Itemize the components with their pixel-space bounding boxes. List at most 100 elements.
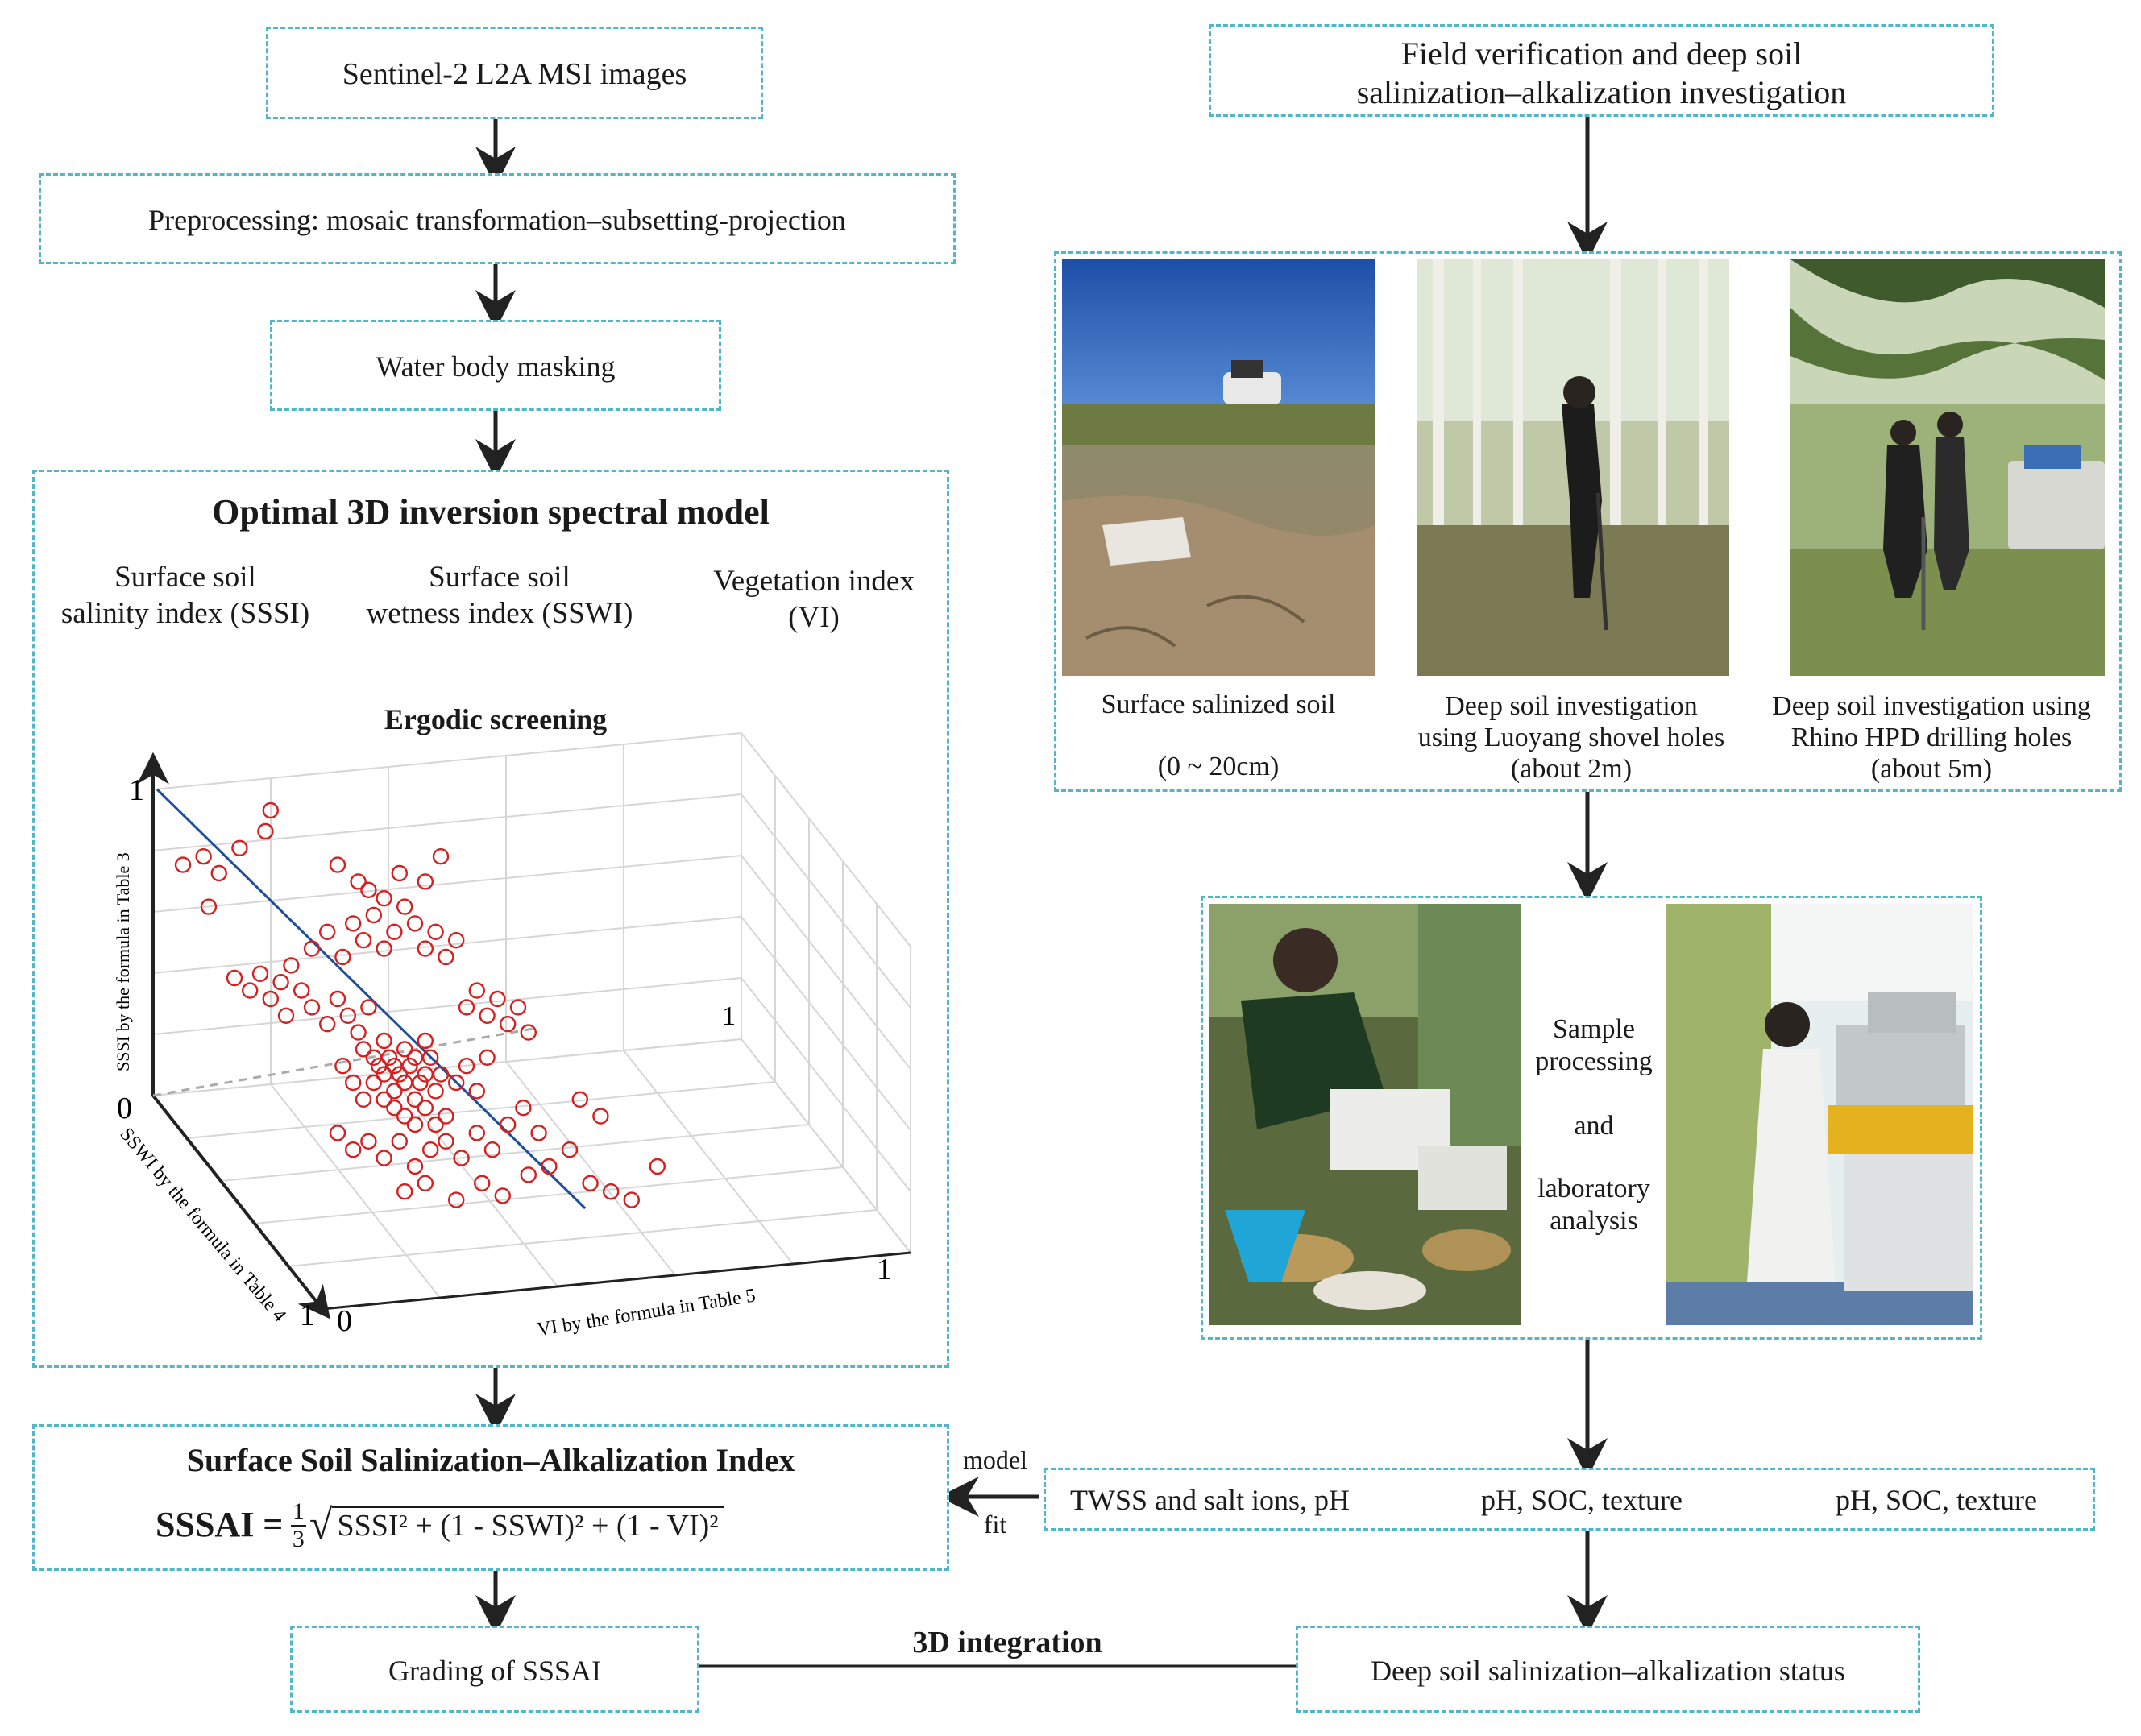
scatter-point	[396, 1108, 413, 1125]
grid-line	[741, 1038, 911, 1253]
photo-luoyang-shovel	[1417, 259, 1729, 676]
grid-line	[741, 977, 911, 1192]
scatter-point	[293, 982, 310, 999]
scatter-point	[483, 1141, 501, 1158]
scatter-point	[623, 1191, 640, 1208]
scatter-point	[468, 1125, 485, 1141]
scatter-point	[448, 931, 465, 949]
scatter-point	[355, 1041, 372, 1058]
photo1-caption: Surface salinized soil	[1101, 690, 1336, 719]
index-box: Surface Soil Salinization–Alkalization I…	[32, 1424, 949, 1571]
scatter-point	[365, 1049, 382, 1067]
scatter-point	[509, 999, 527, 1016]
scatter-point	[231, 839, 248, 857]
lab-text-4: laboratory	[1537, 1174, 1650, 1204]
grid-line	[623, 1050, 794, 1265]
grid-line	[220, 1124, 810, 1182]
x-axis-back-dashed	[152, 1027, 536, 1097]
model-link-label: model	[963, 1445, 1027, 1474]
scatter-point	[380, 1049, 398, 1067]
grading-label: Grading of SSSAI	[388, 1655, 601, 1687]
scatter-point	[417, 940, 434, 957]
grid-line	[152, 732, 742, 790]
scatter-point	[520, 1166, 537, 1183]
grid-line	[288, 1209, 878, 1267]
scatter-point	[396, 1183, 413, 1200]
scatter-point	[427, 1116, 444, 1133]
sswi-label-2: wetness index (SSWI)	[366, 597, 633, 630]
fraction-denominator: 3	[292, 1525, 305, 1552]
sswi-label-1: Surface soil	[429, 561, 571, 594]
scatter-point	[303, 999, 321, 1016]
lab-text-1: Sample	[1553, 1014, 1635, 1044]
integration-label: 3D integration	[912, 1626, 1102, 1659]
vi-label-2: (VI)	[788, 601, 840, 634]
scatter-point	[541, 1158, 558, 1175]
scatter-point	[406, 1091, 424, 1108]
grid-line	[505, 1061, 676, 1276]
grid-line	[152, 977, 742, 1035]
scatter-point	[422, 1141, 439, 1158]
scatter-point	[401, 1057, 418, 1075]
grid-line	[270, 1083, 441, 1299]
y-axis	[151, 1094, 330, 1320]
scatter-point	[391, 1066, 408, 1083]
scatter-point	[210, 864, 227, 882]
scatter-point	[422, 1049, 439, 1067]
result-ph-soc-2: pH, SOC, texture	[1836, 1484, 2037, 1516]
z-axis-label: SSSI by the formula in Table 3	[113, 852, 133, 1071]
scatter-point	[277, 1007, 295, 1025]
deep-soil-status-label: Deep soil salinization–alkalization stat…	[1371, 1655, 1845, 1687]
scatter-point	[453, 1150, 470, 1166]
scatter-point	[262, 990, 279, 1008]
photo3-caption-2: Rhino HPD drilling holes	[1790, 723, 2073, 752]
model-title: Optimal 3D inversion spectral model	[212, 492, 770, 532]
grid-line	[152, 916, 742, 974]
scatter-3d-chart: 1 0 1 1 1 0 SSSI by the formula in Table…	[113, 732, 911, 1340]
scatter-point	[251, 965, 269, 983]
scatter-point	[438, 1108, 454, 1125]
scatter-point	[417, 1175, 434, 1192]
index-title: Surface Soil Salinization–Alkalization I…	[186, 1442, 795, 1478]
scatter-point	[376, 1032, 392, 1050]
scatter-point	[329, 1125, 346, 1141]
scatter-point	[386, 1099, 403, 1117]
fit-line	[156, 788, 587, 1210]
scatter-point	[376, 940, 392, 957]
scatter-point	[386, 1057, 403, 1075]
lab-text-5: analysis	[1550, 1206, 1638, 1236]
scatter-point	[242, 982, 259, 999]
scatter-point	[649, 1158, 666, 1175]
scatter-point	[319, 1015, 336, 1033]
scatter-point	[386, 1083, 403, 1100]
scatter-point	[489, 990, 506, 1008]
ergodic-label: Ergodic screening	[384, 703, 608, 735]
scatter-point	[412, 1074, 429, 1092]
scatter-point	[515, 1099, 532, 1117]
scatter-point	[345, 1141, 362, 1158]
chart-fit-line	[156, 788, 587, 1210]
grid-line	[741, 793, 911, 1009]
fit-link-label: fit	[983, 1510, 1007, 1539]
grid-line	[254, 1166, 844, 1224]
photo-rhino-drilling	[1790, 259, 2105, 676]
grid-line	[152, 855, 742, 913]
scatter-point	[468, 1083, 485, 1100]
photo3-caption-3: (about 5m)	[1870, 754, 1993, 784]
tick-x-max: 1	[877, 1253, 892, 1286]
photo1-depth: (0 ~ 20cm)	[1157, 752, 1280, 781]
tick-z-max: 1	[129, 773, 144, 807]
scatter-point	[500, 1116, 517, 1133]
photo-sample-processing	[1209, 904, 1521, 1325]
scatter-point	[500, 1015, 517, 1033]
sentinel-label: Sentinel-2 L2A MSI images	[342, 57, 687, 91]
photo3-caption-1: Deep soil investigation using	[1772, 691, 2091, 721]
preprocessing-label: Preprocessing: mosaic transformation–sub…	[148, 204, 846, 236]
scatter-point	[396, 1041, 413, 1058]
grid-line	[741, 916, 911, 1131]
grading-box: Grading of SSSAI	[290, 1626, 699, 1713]
scatter-point	[334, 948, 351, 966]
scatter-point	[283, 957, 300, 974]
